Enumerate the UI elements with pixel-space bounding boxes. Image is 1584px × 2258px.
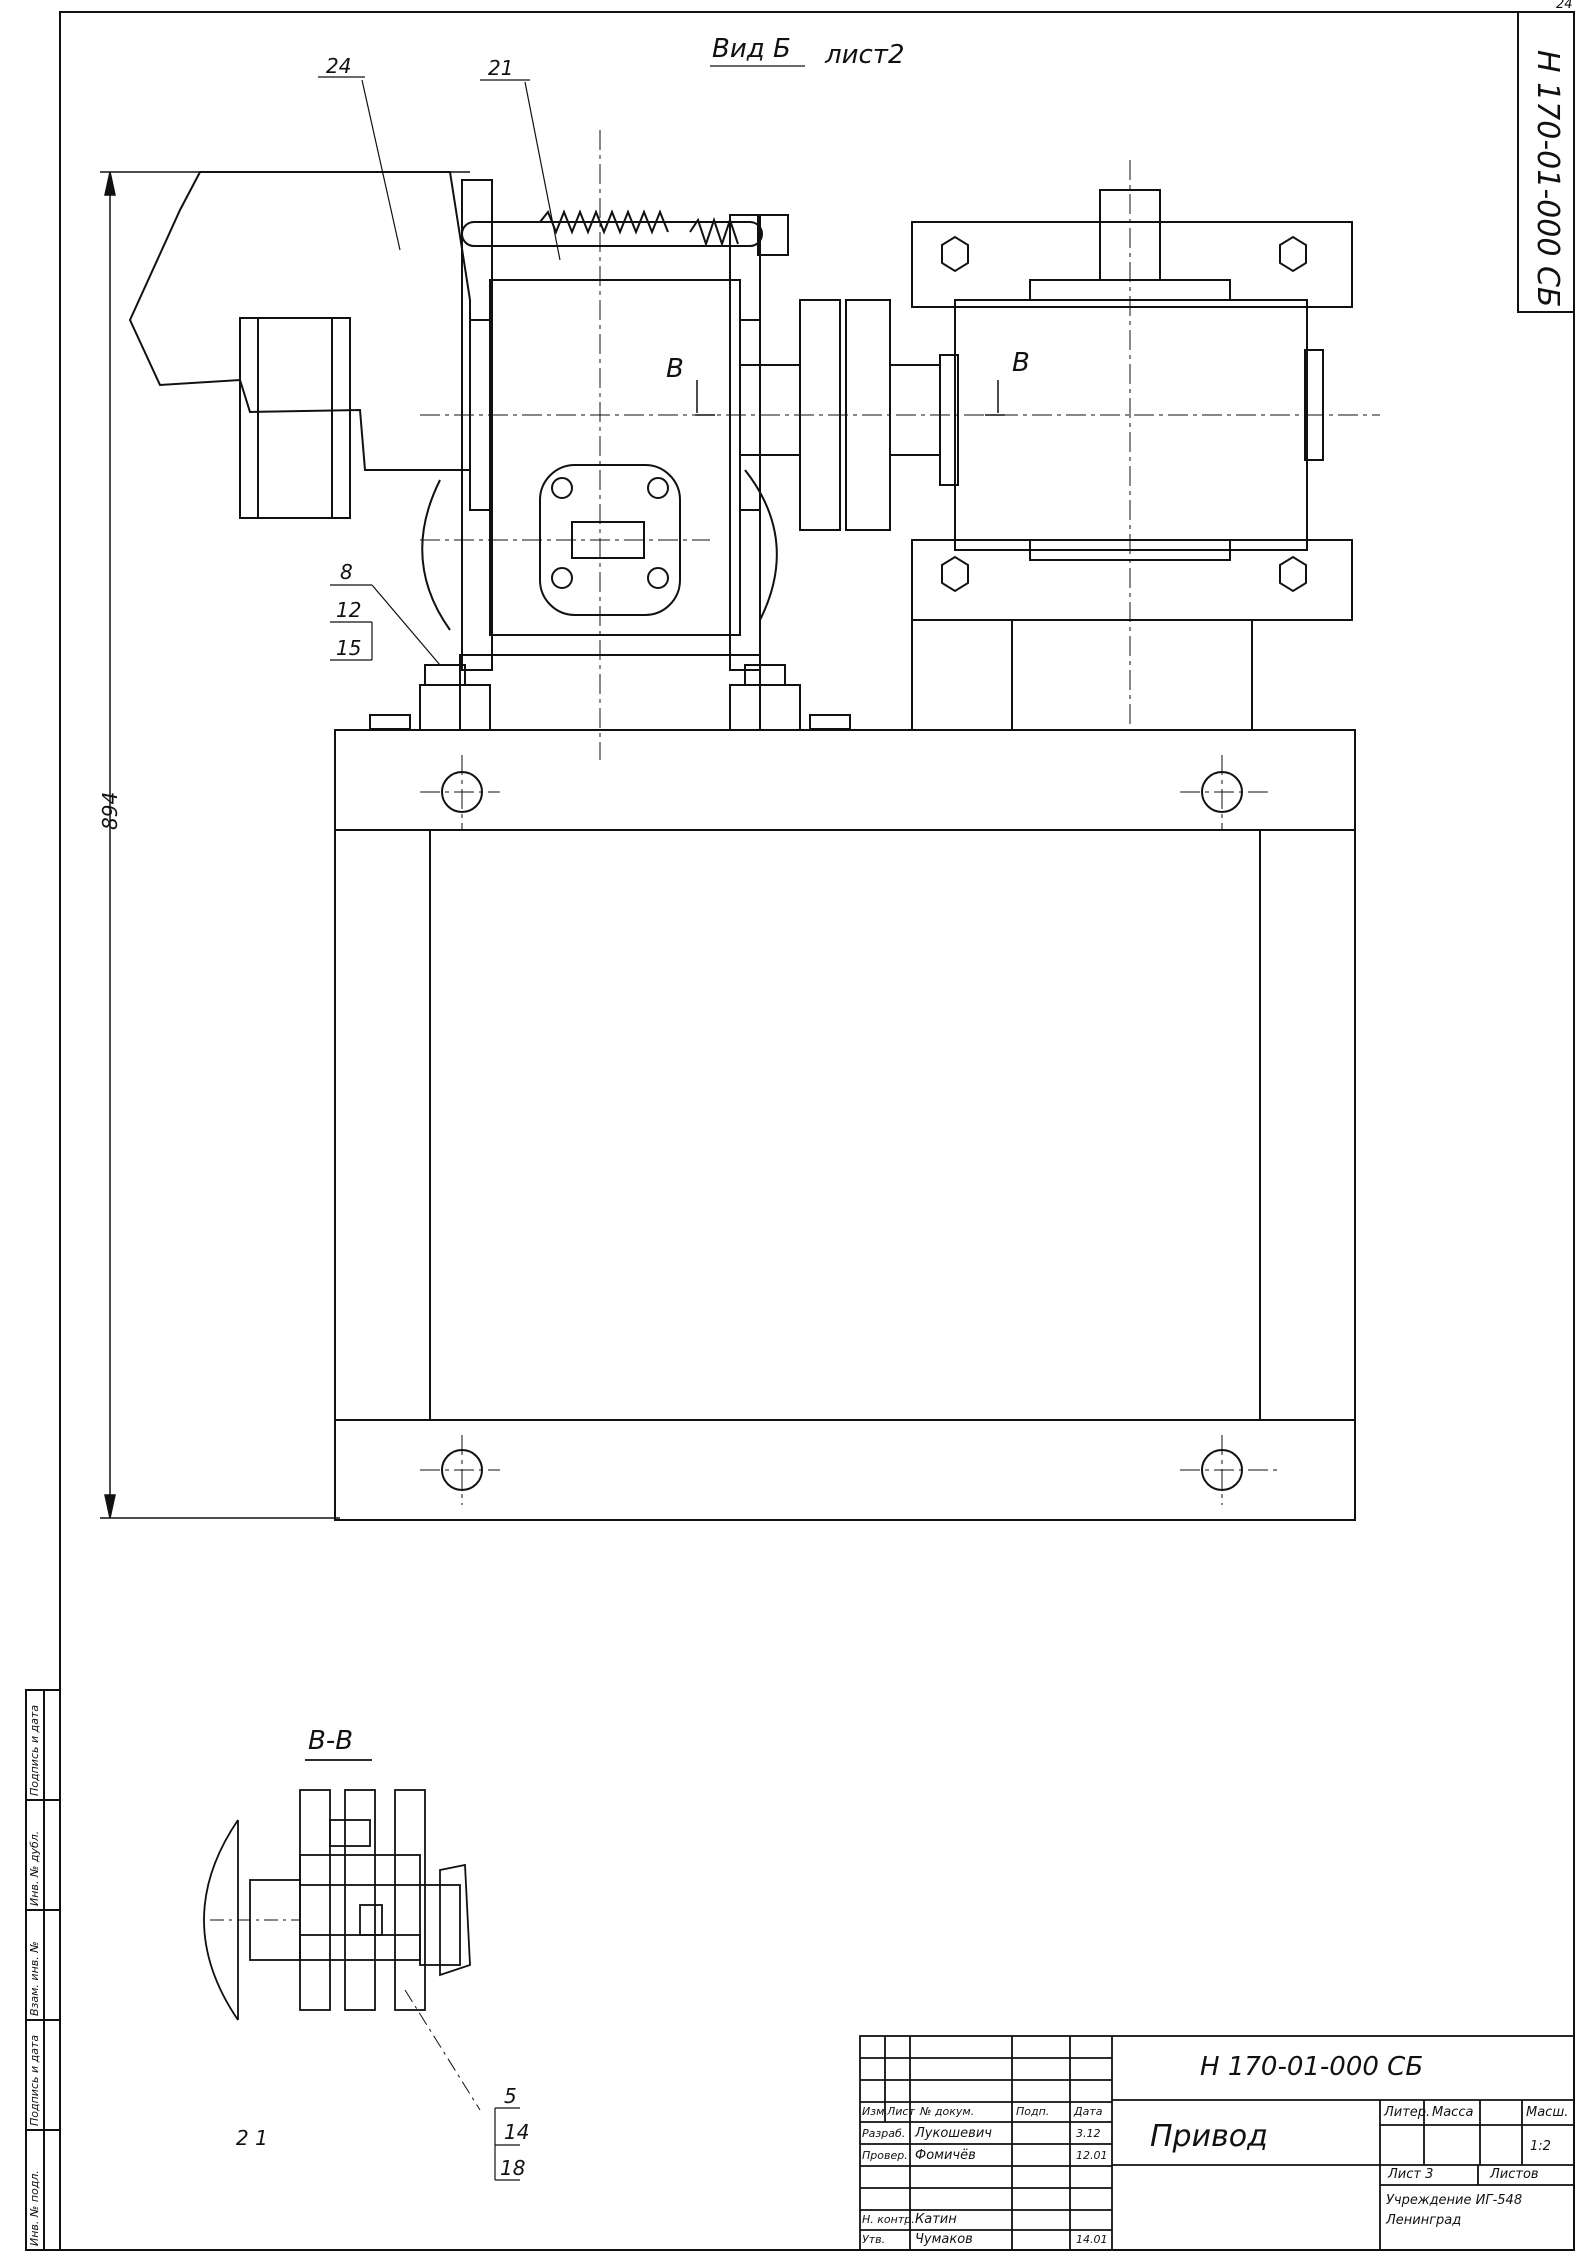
role-2: Провер. — [862, 2149, 908, 2162]
leaders-main — [318, 65, 805, 666]
sheet-frame — [59, 11, 1575, 2251]
hdr-date: Дата — [1074, 2105, 1103, 2118]
hdr-izm: Изм — [862, 2105, 885, 2118]
callout-24: 24 — [326, 54, 352, 78]
section-mark-right: В — [1012, 348, 1030, 378]
dimension-overall: 894 — [98, 791, 122, 830]
role-2-name: Фомичёв — [915, 2148, 976, 2163]
section-scale-note: 2 1 — [236, 2126, 268, 2150]
strip-cell-3: Взам. инв. № — [28, 1941, 41, 2016]
page-corner-number: 24 — [1556, 0, 1573, 12]
litera-label: Литер. — [1384, 2105, 1431, 2120]
role-1-name: Лукошевич — [915, 2126, 992, 2141]
motor-body — [128, 171, 471, 631]
title-designation: Н 170-01-000 СБ — [1200, 2052, 1424, 2082]
section-markers — [695, 380, 1005, 416]
left-strip — [25, 1689, 61, 2251]
strip-cell-4: Подпись и дата — [28, 2034, 41, 2126]
massa-label: Масса — [1432, 2105, 1474, 2120]
callout-8: 8 — [340, 560, 353, 584]
role-2-date: 12.01 — [1076, 2149, 1108, 2162]
role-4-date: 14.01 — [1076, 2233, 1108, 2246]
role-4-name: Чумаков — [915, 2232, 973, 2247]
title-name: Привод — [1150, 2119, 1268, 2154]
masshtab-label: Масш. — [1526, 2105, 1569, 2120]
sheet-label: Лист 3 — [1388, 2167, 1434, 2182]
callout-14: 14 — [504, 2120, 530, 2144]
view-title: Вид Б — [712, 34, 791, 64]
hdr-sign: Подп. — [1016, 2105, 1050, 2118]
hdr-list: Лист — [887, 2105, 915, 2118]
strip-cell-1: Подпись и дата — [28, 1704, 41, 1796]
sheets-label: Листов — [1490, 2167, 1539, 2182]
role-1: Разраб. — [862, 2127, 906, 2140]
code-box — [1517, 11, 1575, 313]
section-mark-left: В — [666, 354, 684, 384]
callout-5: 5 — [504, 2084, 517, 2108]
callout-15: 15 — [336, 636, 362, 660]
role-1-date: 3.12 — [1076, 2127, 1101, 2140]
dimension-894 — [100, 171, 470, 1519]
callout-18: 18 — [500, 2156, 526, 2180]
masshtab-value: 1:2 — [1530, 2139, 1551, 2154]
section-view — [203, 1759, 520, 2181]
strip-cell-5: Инв. № подл. — [28, 2170, 41, 2246]
callout-12: 12 — [336, 598, 362, 622]
code-top-label: Н 170-01-000 СБ — [1530, 50, 1565, 308]
org-line-1: Учреждение ИГ-548 — [1386, 2193, 1523, 2208]
org-line-2: Ленинград — [1386, 2213, 1462, 2228]
callout-21: 21 — [488, 56, 514, 80]
section-title: В-В — [308, 1726, 354, 1756]
hdr-doc: № докум. — [920, 2105, 975, 2118]
title-block-grid — [859, 2035, 1575, 2251]
role-3-name: Катин — [915, 2212, 957, 2227]
reducer — [911, 189, 1353, 731]
base-frame — [334, 729, 1356, 1521]
view-sheet-ref: лист2 — [825, 40, 905, 70]
role-4: Утв. — [862, 2233, 886, 2246]
role-3: Н. контр. — [862, 2213, 915, 2226]
center-lines — [420, 130, 1380, 1505]
strip-cell-2: Инв. № дубл. — [28, 1830, 41, 1906]
